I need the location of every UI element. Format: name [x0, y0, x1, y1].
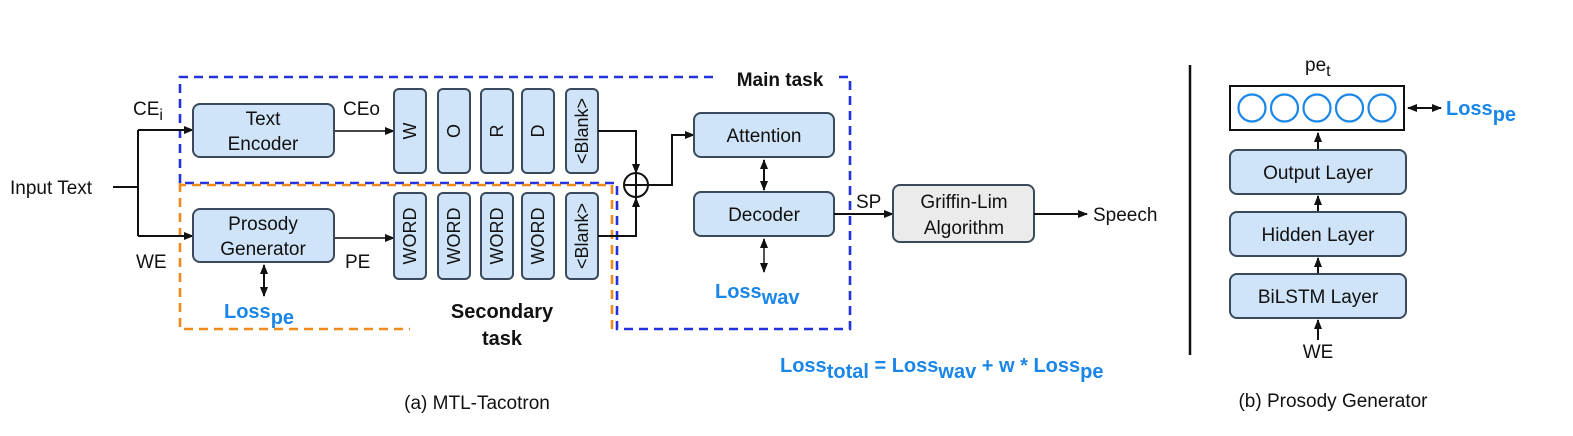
ce-o-label: CEo — [343, 99, 380, 120]
text-encoder-label-line1: Text — [246, 109, 282, 130]
loss-wav-label: Losswav — [715, 281, 800, 309]
decoder-label: Decoder — [728, 205, 800, 226]
secondary-token-box — [521, 192, 555, 280]
secondary-token-label: <Blank> — [572, 203, 592, 269]
loss-pe-right-label: Losspe — [1446, 98, 1516, 126]
pe-unit-circle-icon — [1334, 93, 1365, 123]
main-token-box — [480, 88, 514, 174]
secondary-token-box — [393, 192, 427, 280]
arrow-sum-to-attention — [648, 131, 695, 186]
pe-unit-circle-icon — [1269, 93, 1300, 123]
secondary-token-column-group: WORD WORD WORD WORD <Blank> — [393, 192, 599, 280]
secondary-token-label: WORD — [528, 208, 548, 265]
pe-t-label: pet — [1305, 55, 1331, 80]
hidden-layer-box — [1229, 211, 1407, 257]
main-token-column-group: W O R D <Blank> — [393, 88, 599, 174]
arrow-main-to-sum — [598, 130, 640, 174]
griffin-lim-label-line1: Griffin-Lim — [920, 192, 1007, 213]
griffin-lim-label-line2: Algorithm — [924, 218, 1004, 239]
ce-i-label: CEi — [133, 99, 163, 124]
bilstm-layer-box — [1229, 273, 1407, 319]
hidden-layer-label: Hidden Layer — [1261, 225, 1375, 246]
secondary-task-label-line1: Secondary — [451, 301, 554, 323]
bilstm-layer-label: BiLSTM Layer — [1258, 287, 1379, 308]
main-token-label: D — [528, 125, 548, 138]
main-token-label: O — [444, 124, 464, 138]
caption-b: (b) Prosody Generator — [1238, 391, 1428, 412]
secondary-token-label: WORD — [400, 208, 420, 265]
pe-unit-circle-icon — [1302, 93, 1332, 123]
main-task-region — [178, 75, 852, 331]
output-layer-label: Output Layer — [1263, 163, 1374, 184]
we-label: WE — [136, 252, 167, 273]
loss-total-equation: Losstotal = Losswav + w * Losspe — [780, 355, 1103, 383]
input-branch-line — [113, 130, 139, 236]
input-text-label: Input Text — [10, 178, 93, 199]
main-token-box — [437, 88, 471, 174]
secondary-task-label-line2: task — [482, 328, 523, 350]
prosody-generator-label-line1: Prosody — [228, 214, 298, 235]
main-token-label: W — [400, 123, 420, 140]
pe-unit-circle-icon — [1367, 93, 1397, 123]
prosody-generator-label-line2: Generator — [220, 239, 306, 260]
pe-label: PE — [345, 252, 370, 273]
main-token-box — [393, 88, 427, 174]
sp-label: SP — [856, 192, 881, 213]
text-encoder-label-line2: Encoder — [228, 134, 299, 155]
secondary-token-label: WORD — [487, 208, 507, 265]
arrow-secondary-to-sum — [598, 197, 640, 237]
loss-pe-left-label: Losspe — [224, 301, 294, 329]
secondary-token-box — [437, 192, 471, 280]
attention-label: Attention — [727, 126, 802, 147]
main-task-label: Main task — [737, 70, 824, 91]
secondary-token-box — [480, 192, 514, 280]
right-we-label: WE — [1303, 342, 1334, 363]
caption-a: (a) MTL-Tacotron — [404, 393, 550, 414]
main-token-label: <Blank> — [572, 98, 592, 164]
attention-box — [693, 112, 835, 158]
speech-label: Speech — [1093, 205, 1157, 226]
pe-unit-circle-icon — [1237, 93, 1267, 123]
output-layer-box — [1229, 149, 1407, 195]
secondary-task-region — [178, 183, 614, 331]
main-token-box — [521, 88, 555, 174]
pe-t-circles-group — [1237, 93, 1397, 123]
prosody-generator-box — [192, 208, 335, 263]
secondary-token-label: WORD — [444, 208, 464, 265]
main-token-label: R — [487, 125, 507, 138]
